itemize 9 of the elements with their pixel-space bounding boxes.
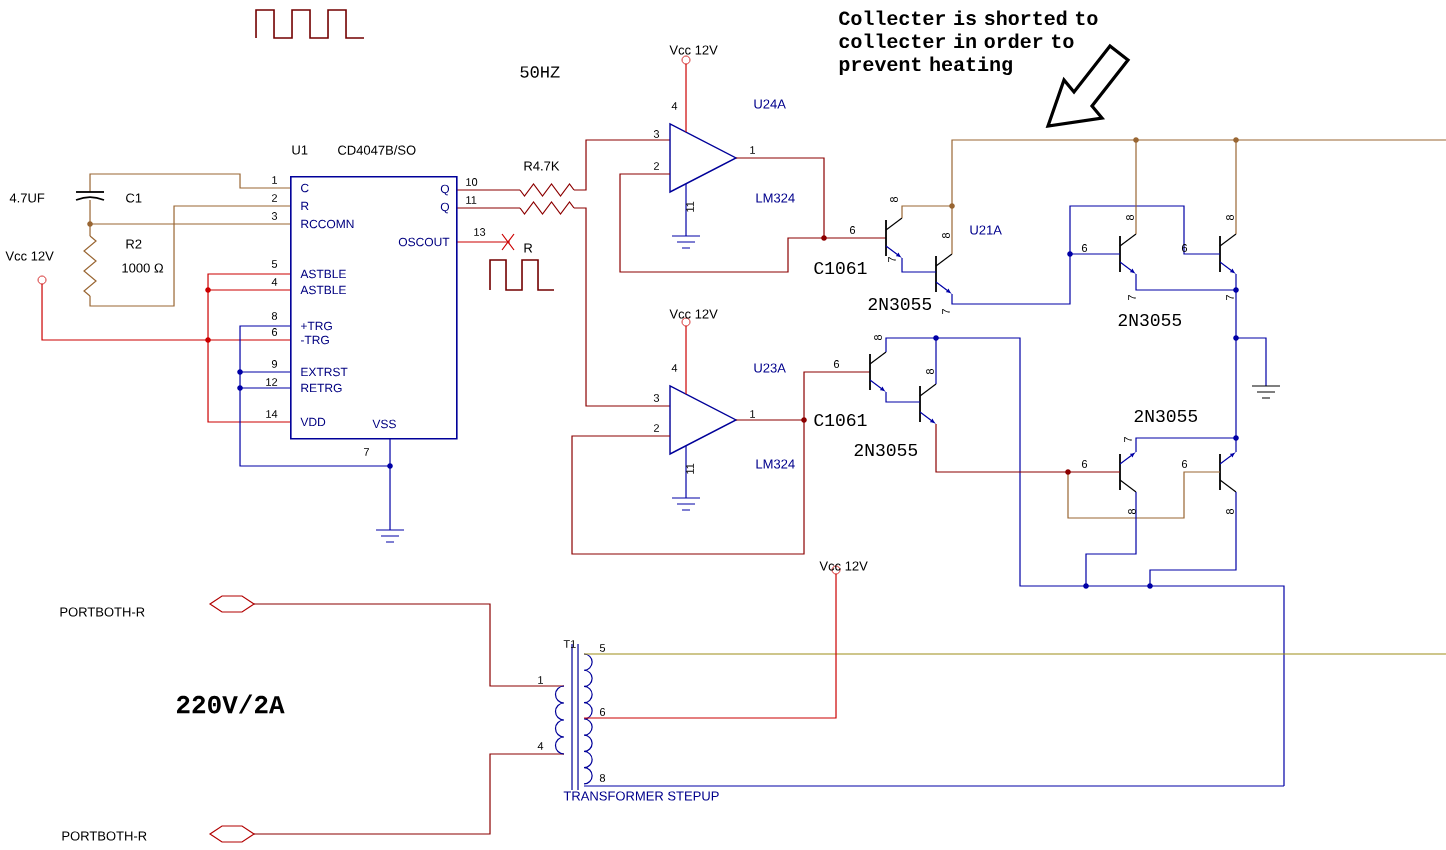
part-number: 2N3055 bbox=[1118, 313, 1182, 327]
part-number: C1061 bbox=[814, 413, 867, 427]
part-number: 2N3055 bbox=[1134, 409, 1198, 423]
note-text: Collecter is shorted to collecter in order to prevent heating bbox=[839, 10, 1098, 76]
rating-label: 220V/2A bbox=[177, 694, 285, 714]
part-number: 2N3055 bbox=[854, 443, 918, 457]
part-number: 2N3055 bbox=[868, 297, 932, 311]
frequency-label: 50HZ bbox=[520, 66, 560, 78]
part-number: C1061 bbox=[814, 261, 867, 275]
